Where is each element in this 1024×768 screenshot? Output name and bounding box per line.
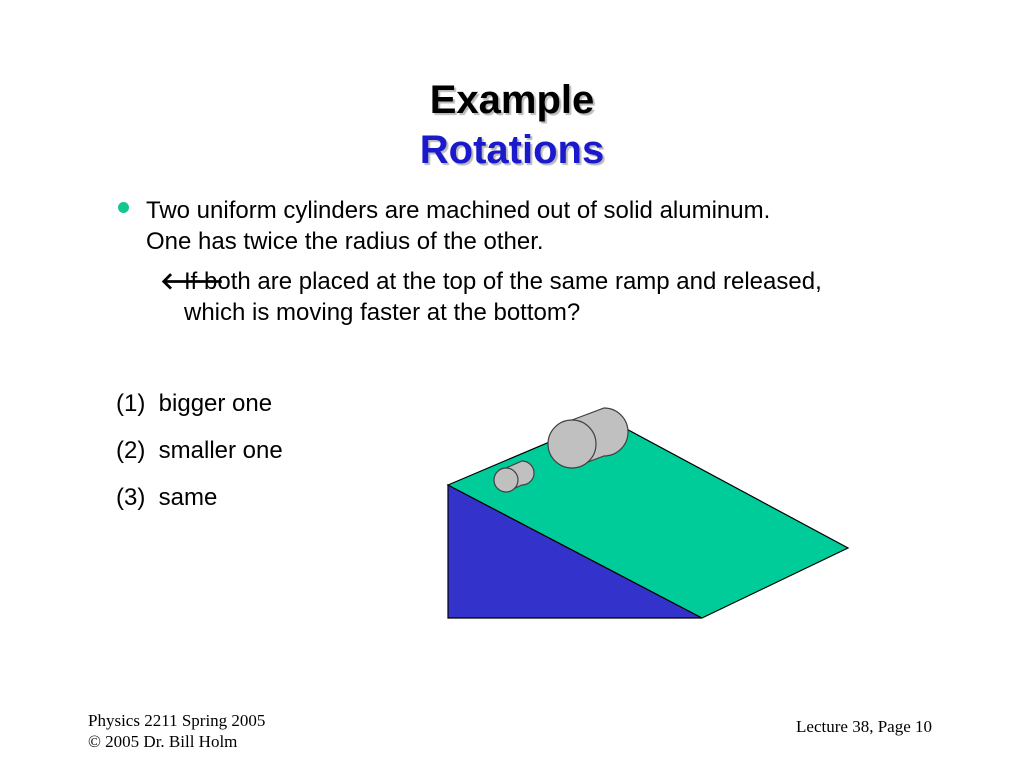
bullet-dot-icon <box>118 202 129 213</box>
small-cylinder <box>493 460 535 493</box>
bullet-text: Two uniform cylinders are machined out o… <box>146 195 906 257</box>
option-2: (2) smaller one <box>116 437 283 464</box>
footer-copyright: © 2005 Dr. Bill Holm <box>88 732 238 751</box>
sub-bullet-text: If both are placed at the top of the sam… <box>184 266 964 328</box>
big-cylinder <box>547 407 629 469</box>
bullet-line-2: One has twice the radius of the other. <box>146 228 544 255</box>
footer-left: Physics 2211 Spring 2005 © 2005 Dr. Bill… <box>88 710 265 752</box>
footer-page-number: Lecture 38, Page 10 <box>796 717 932 736</box>
slide-title: Example <box>429 78 595 122</box>
footer-course: Physics 2211 Spring 2005 <box>88 711 266 730</box>
slide-subtitle: Rotations <box>419 128 605 172</box>
bullet-line-1: Two uniform cylinders are machined out o… <box>146 197 771 224</box>
sub-bullet-line-1: If both are placed at the top of the sam… <box>184 268 822 295</box>
sub-bullet-line-2: which is moving faster at the bottom? <box>184 299 581 326</box>
option-1: (1) bigger one <box>116 390 273 417</box>
ramp-diagram <box>446 407 850 619</box>
left-arrow-icon: 🡐 <box>160 268 225 295</box>
option-3: (3) same <box>116 484 218 511</box>
